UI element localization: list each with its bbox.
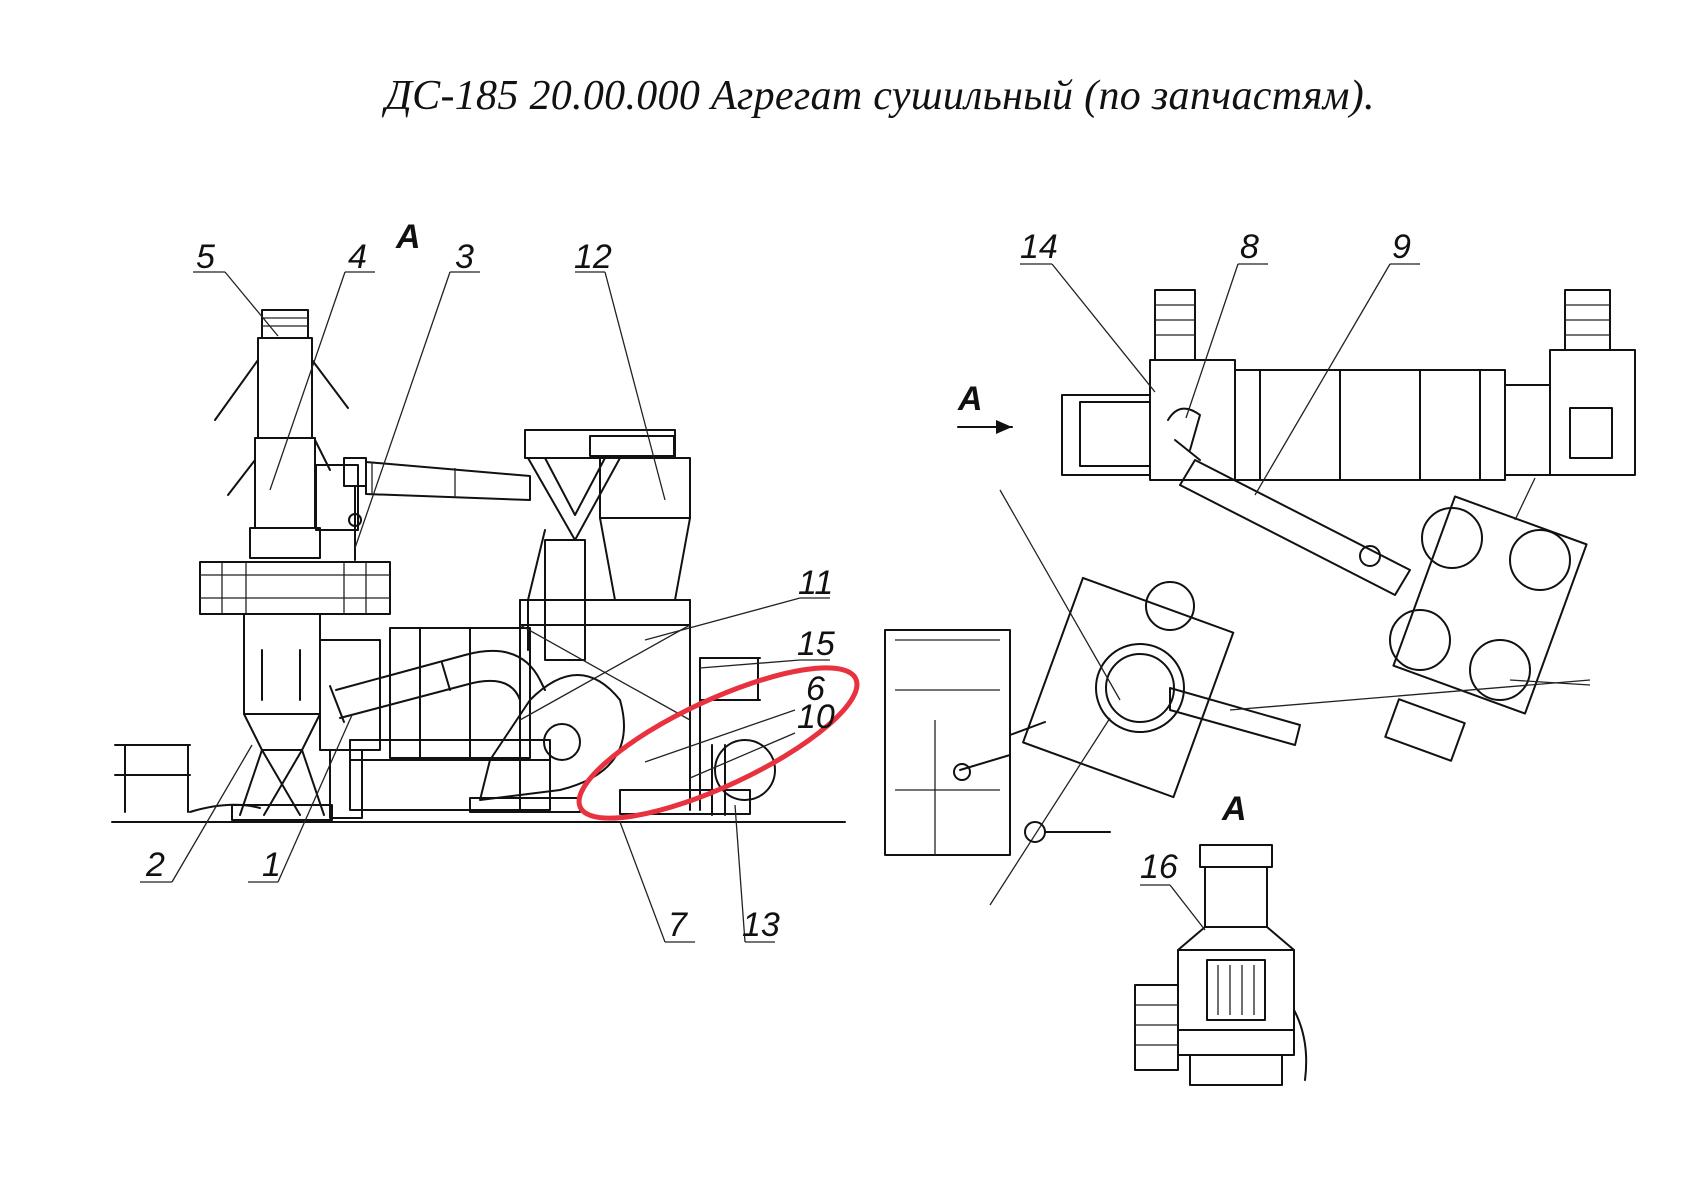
highlight-ellipse bbox=[576, 665, 860, 821]
cyclone-cluster bbox=[1384, 477, 1591, 762]
cyclone-unit bbox=[519, 429, 691, 811]
callout-4: 4 bbox=[348, 238, 367, 276]
callout-6: 6 bbox=[806, 670, 825, 708]
view-label-left: А bbox=[395, 218, 421, 256]
upper-platform bbox=[199, 561, 391, 615]
furnace-body bbox=[231, 613, 381, 821]
callout-15: 15 bbox=[797, 625, 835, 663]
left-box-plan bbox=[884, 629, 1046, 856]
callout-8: 8 bbox=[1240, 228, 1259, 266]
plan-leader-lines bbox=[1020, 263, 1420, 931]
plan-view bbox=[884, 263, 1636, 1086]
view-label-bottom: А bbox=[1221, 790, 1247, 828]
callout-2: 2 bbox=[145, 846, 165, 884]
callout-1: 1 bbox=[262, 846, 281, 884]
diagonal-duct bbox=[1179, 459, 1411, 596]
left-railing bbox=[114, 744, 261, 813]
callout-9: 9 bbox=[1392, 228, 1411, 266]
inlet-pipe bbox=[329, 649, 546, 723]
top-duct bbox=[365, 461, 531, 501]
callout-16: 16 bbox=[1140, 848, 1178, 886]
callout-3: 3 bbox=[455, 238, 474, 276]
exhaust-fan bbox=[469, 674, 625, 813]
callout-7: 7 bbox=[668, 906, 688, 944]
callout-14: 14 bbox=[1020, 228, 1058, 266]
leader-lines bbox=[140, 271, 830, 943]
exhaust-stack bbox=[214, 309, 349, 559]
drum-plan bbox=[1061, 289, 1636, 481]
callout-13: 13 bbox=[742, 906, 780, 944]
view-arrow-head bbox=[996, 420, 1012, 434]
callout-10: 10 bbox=[797, 698, 835, 736]
callout-12: 12 bbox=[574, 238, 612, 276]
furnace-plan bbox=[989, 489, 1591, 906]
view-label-arrow: А bbox=[957, 380, 983, 418]
callout-5: 5 bbox=[196, 238, 215, 276]
bottom-unit bbox=[1134, 844, 1308, 1086]
side-elevation bbox=[111, 271, 860, 943]
callout-11: 11 bbox=[798, 564, 833, 602]
drawing-title: ДС-185 20.00.000 Агрегат сушильный (по з… bbox=[385, 73, 1375, 119]
right-railing bbox=[619, 657, 776, 816]
drying-drum bbox=[349, 627, 551, 811]
burner-block bbox=[315, 457, 367, 561]
